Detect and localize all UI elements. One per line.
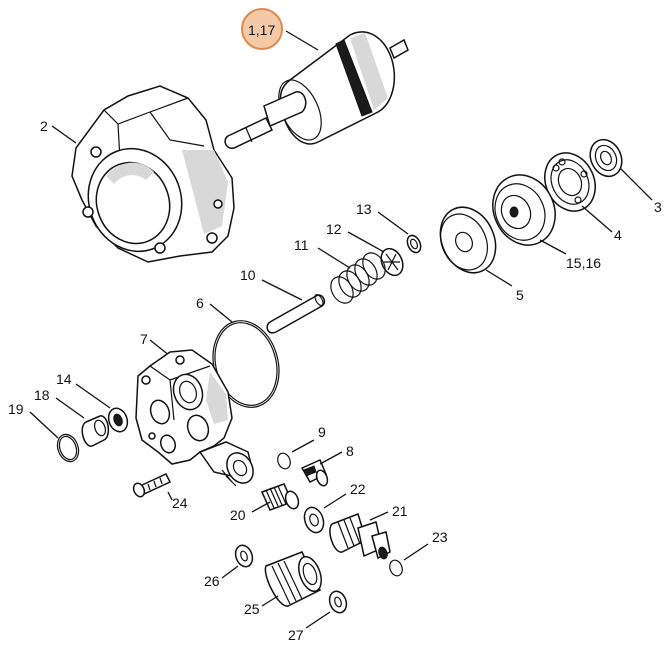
part-24-screw[interactable]: 24: [132, 473, 188, 511]
part-5-plate[interactable]: 5: [430, 198, 524, 303]
label-25: 25: [244, 601, 260, 617]
label-3: 3: [654, 199, 662, 215]
label-12: 12: [326, 221, 342, 237]
label-21: 21: [392, 503, 408, 519]
part-21-coupler[interactable]: 21: [329, 503, 408, 560]
label-27: 27: [288, 627, 304, 643]
label-20: 20: [230, 507, 246, 523]
part-12-retainer[interactable]: 12: [326, 221, 407, 279]
part-25-union-nut[interactable]: 25: [244, 551, 326, 617]
label-18: 18: [34, 387, 50, 403]
part-20-threaded-bolt[interactable]: 20: [230, 483, 301, 523]
part-1-17-motor[interactable]: 1,17: [224, 8, 409, 149]
part-7-pump-head[interactable]: 7: [135, 331, 258, 488]
label-22: 22: [350, 481, 366, 497]
part-22-washer[interactable]: 22: [301, 481, 366, 535]
part-9-o-ring[interactable]: 9: [276, 424, 326, 471]
label-23: 23: [432, 529, 448, 545]
label-7: 7: [140, 331, 148, 347]
label-15-16: 15,16: [566, 255, 601, 271]
label-8: 8: [346, 443, 354, 459]
part-10-piston[interactable]: 10: [240, 267, 326, 334]
part-3-bearing[interactable]: 3: [584, 134, 662, 215]
part-26-washer[interactable]: 26: [204, 543, 255, 589]
part-13-washer[interactable]: 13: [356, 201, 423, 255]
part-11-spring[interactable]: 11: [294, 237, 390, 307]
label-24: 24: [172, 495, 188, 511]
label-13: 13: [356, 201, 372, 217]
part-4-ball-bearing[interactable]: 4: [536, 145, 622, 243]
label-11: 11: [294, 237, 309, 253]
label-9: 9: [318, 424, 326, 440]
label-1-17: 1,17: [248, 22, 275, 38]
part-15-16-eccentric[interactable]: 15,16: [482, 165, 602, 271]
label-2: 2: [40, 118, 48, 134]
label-26: 26: [204, 573, 220, 589]
label-5: 5: [516, 287, 524, 303]
highlight-marker: [241, 8, 283, 50]
label-6: 6: [196, 295, 204, 311]
part-19-o-ring[interactable]: 19: [8, 401, 82, 465]
part-23-o-ring[interactable]: 23: [388, 529, 448, 578]
label-14: 14: [56, 371, 72, 387]
label-19: 19: [8, 401, 24, 417]
label-10: 10: [240, 267, 256, 283]
part-27-washer[interactable]: 27: [288, 589, 349, 643]
label-4: 4: [614, 227, 622, 243]
part-2-housing[interactable]: 2: [40, 85, 235, 265]
part-14-seal[interactable]: 14: [56, 371, 131, 434]
part-18-sleeve[interactable]: 18: [34, 387, 110, 447]
part-8-plug[interactable]: 8: [300, 443, 354, 487]
